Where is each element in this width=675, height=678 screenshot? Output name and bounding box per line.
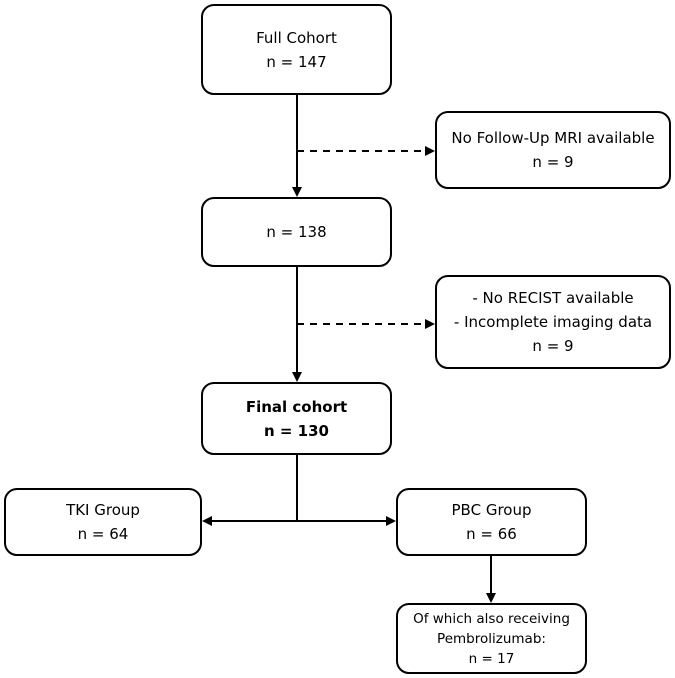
no-recist-reason-2: - Incomplete imaging data	[453, 313, 653, 331]
pembrolizumab-box: Of which also receiving Pembrolizumab: n…	[396, 603, 587, 674]
full-cohort-count: n = 147	[266, 52, 327, 71]
final-cohort-count: n = 130	[263, 421, 329, 440]
no-followup-box: No Follow-Up MRI available n = 9	[435, 111, 671, 189]
tki-group-count: n = 64	[77, 525, 129, 543]
n138-count: n = 138	[266, 223, 327, 241]
no-recist-count: n = 9	[532, 337, 574, 355]
pbc-group-box: PBC Group n = 66	[396, 488, 587, 556]
no-recist-reason-1: - No RECIST available	[472, 289, 634, 307]
tki-group-title: TKI Group	[66, 501, 140, 519]
no-recist-box: - No RECIST available - Incomplete imagi…	[435, 275, 671, 369]
no-followup-title: No Follow-Up MRI available	[451, 129, 655, 147]
pbc-group-title: PBC Group	[451, 501, 532, 519]
pembrolizumab-count: n = 17	[468, 650, 515, 667]
pbc-group-count: n = 66	[466, 525, 517, 543]
final-cohort-title: Final cohort	[245, 397, 348, 416]
tki-group-box: TKI Group n = 64	[4, 488, 202, 556]
full-cohort-title: Full Cohort	[256, 28, 337, 47]
n138-box: n = 138	[201, 197, 392, 267]
final-cohort-box: Final cohort n = 130	[201, 382, 392, 455]
pembrolizumab-line-2: Pembrolizumab:	[437, 630, 546, 647]
full-cohort-box: Full Cohort n = 147	[201, 4, 392, 95]
no-followup-count: n = 9	[532, 153, 574, 171]
pembrolizumab-line-1: Of which also receiving	[413, 610, 570, 627]
